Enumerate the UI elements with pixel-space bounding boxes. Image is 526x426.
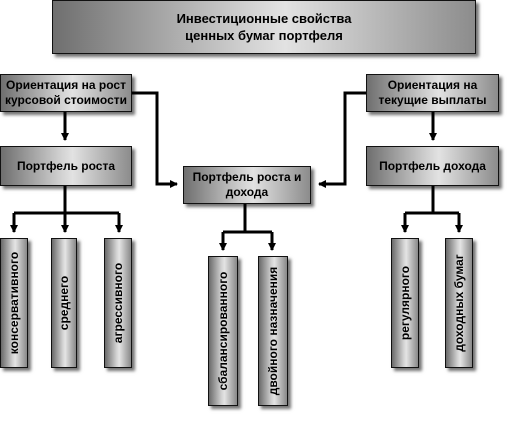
arrow-right-to-center (318, 91, 366, 188)
income-type-regular-label: регулярного (398, 265, 412, 341)
portfolio-income-label: Портфель дохода (379, 158, 486, 173)
title-box: Инвестиционные свойства ценных бумаг пор… (52, 0, 476, 54)
growth-income-type-balanced-label: сбалансированного (216, 271, 230, 391)
income-type-yield-securities-label: доходных бумаг (452, 254, 466, 352)
orientation-growth-line-2: курсовой стоимости (4, 93, 128, 107)
arrow-left-to-center (132, 91, 178, 188)
growth-type-aggressive-label: агрессивного (111, 262, 125, 344)
growth-income-type-dual-label: двойного назначения (266, 266, 280, 396)
income-type-yield-securities: доходных бумаг (445, 238, 473, 368)
growth-type-aggressive: агрессивного (104, 238, 132, 368)
orientation-growth-line-1: Ориентация на рост (6, 78, 126, 92)
portfolio-growth-income-box: Портфель роста и дохода (183, 166, 311, 204)
orientation-income-line-2: текущие выплаты (378, 93, 487, 107)
growth-type-medium: среднего (51, 238, 77, 368)
portfolio-growth-box: Портфель роста (0, 146, 132, 186)
portfolio-growth-label: Портфель роста (16, 158, 116, 173)
growth-income-type-balanced: сбалансированного (208, 256, 238, 406)
growth-type-conservative: консервативного (0, 238, 28, 368)
title-line-1: Инвестиционные свойства (176, 11, 352, 26)
orientation-income-box: Ориентация на текущие выплаты (366, 74, 499, 112)
growth-type-medium-label: среднего (57, 275, 71, 331)
orientation-income-line-1: Ориентация на (387, 78, 478, 92)
growth-income-type-dual: двойного назначения (258, 256, 288, 406)
income-type-regular: регулярного (391, 238, 419, 368)
portfolio-growth-income-line-2: дохода (225, 185, 269, 199)
portfolio-income-box: Портфель дохода (366, 146, 499, 186)
orientation-growth-box: Ориентация на рост курсовой стоимости (0, 74, 132, 112)
portfolio-growth-income-line-1: Портфель роста и (192, 170, 302, 184)
title-line-2: ценных бумаг портфеля (185, 28, 343, 43)
growth-type-conservative-label: консервативного (7, 251, 21, 355)
